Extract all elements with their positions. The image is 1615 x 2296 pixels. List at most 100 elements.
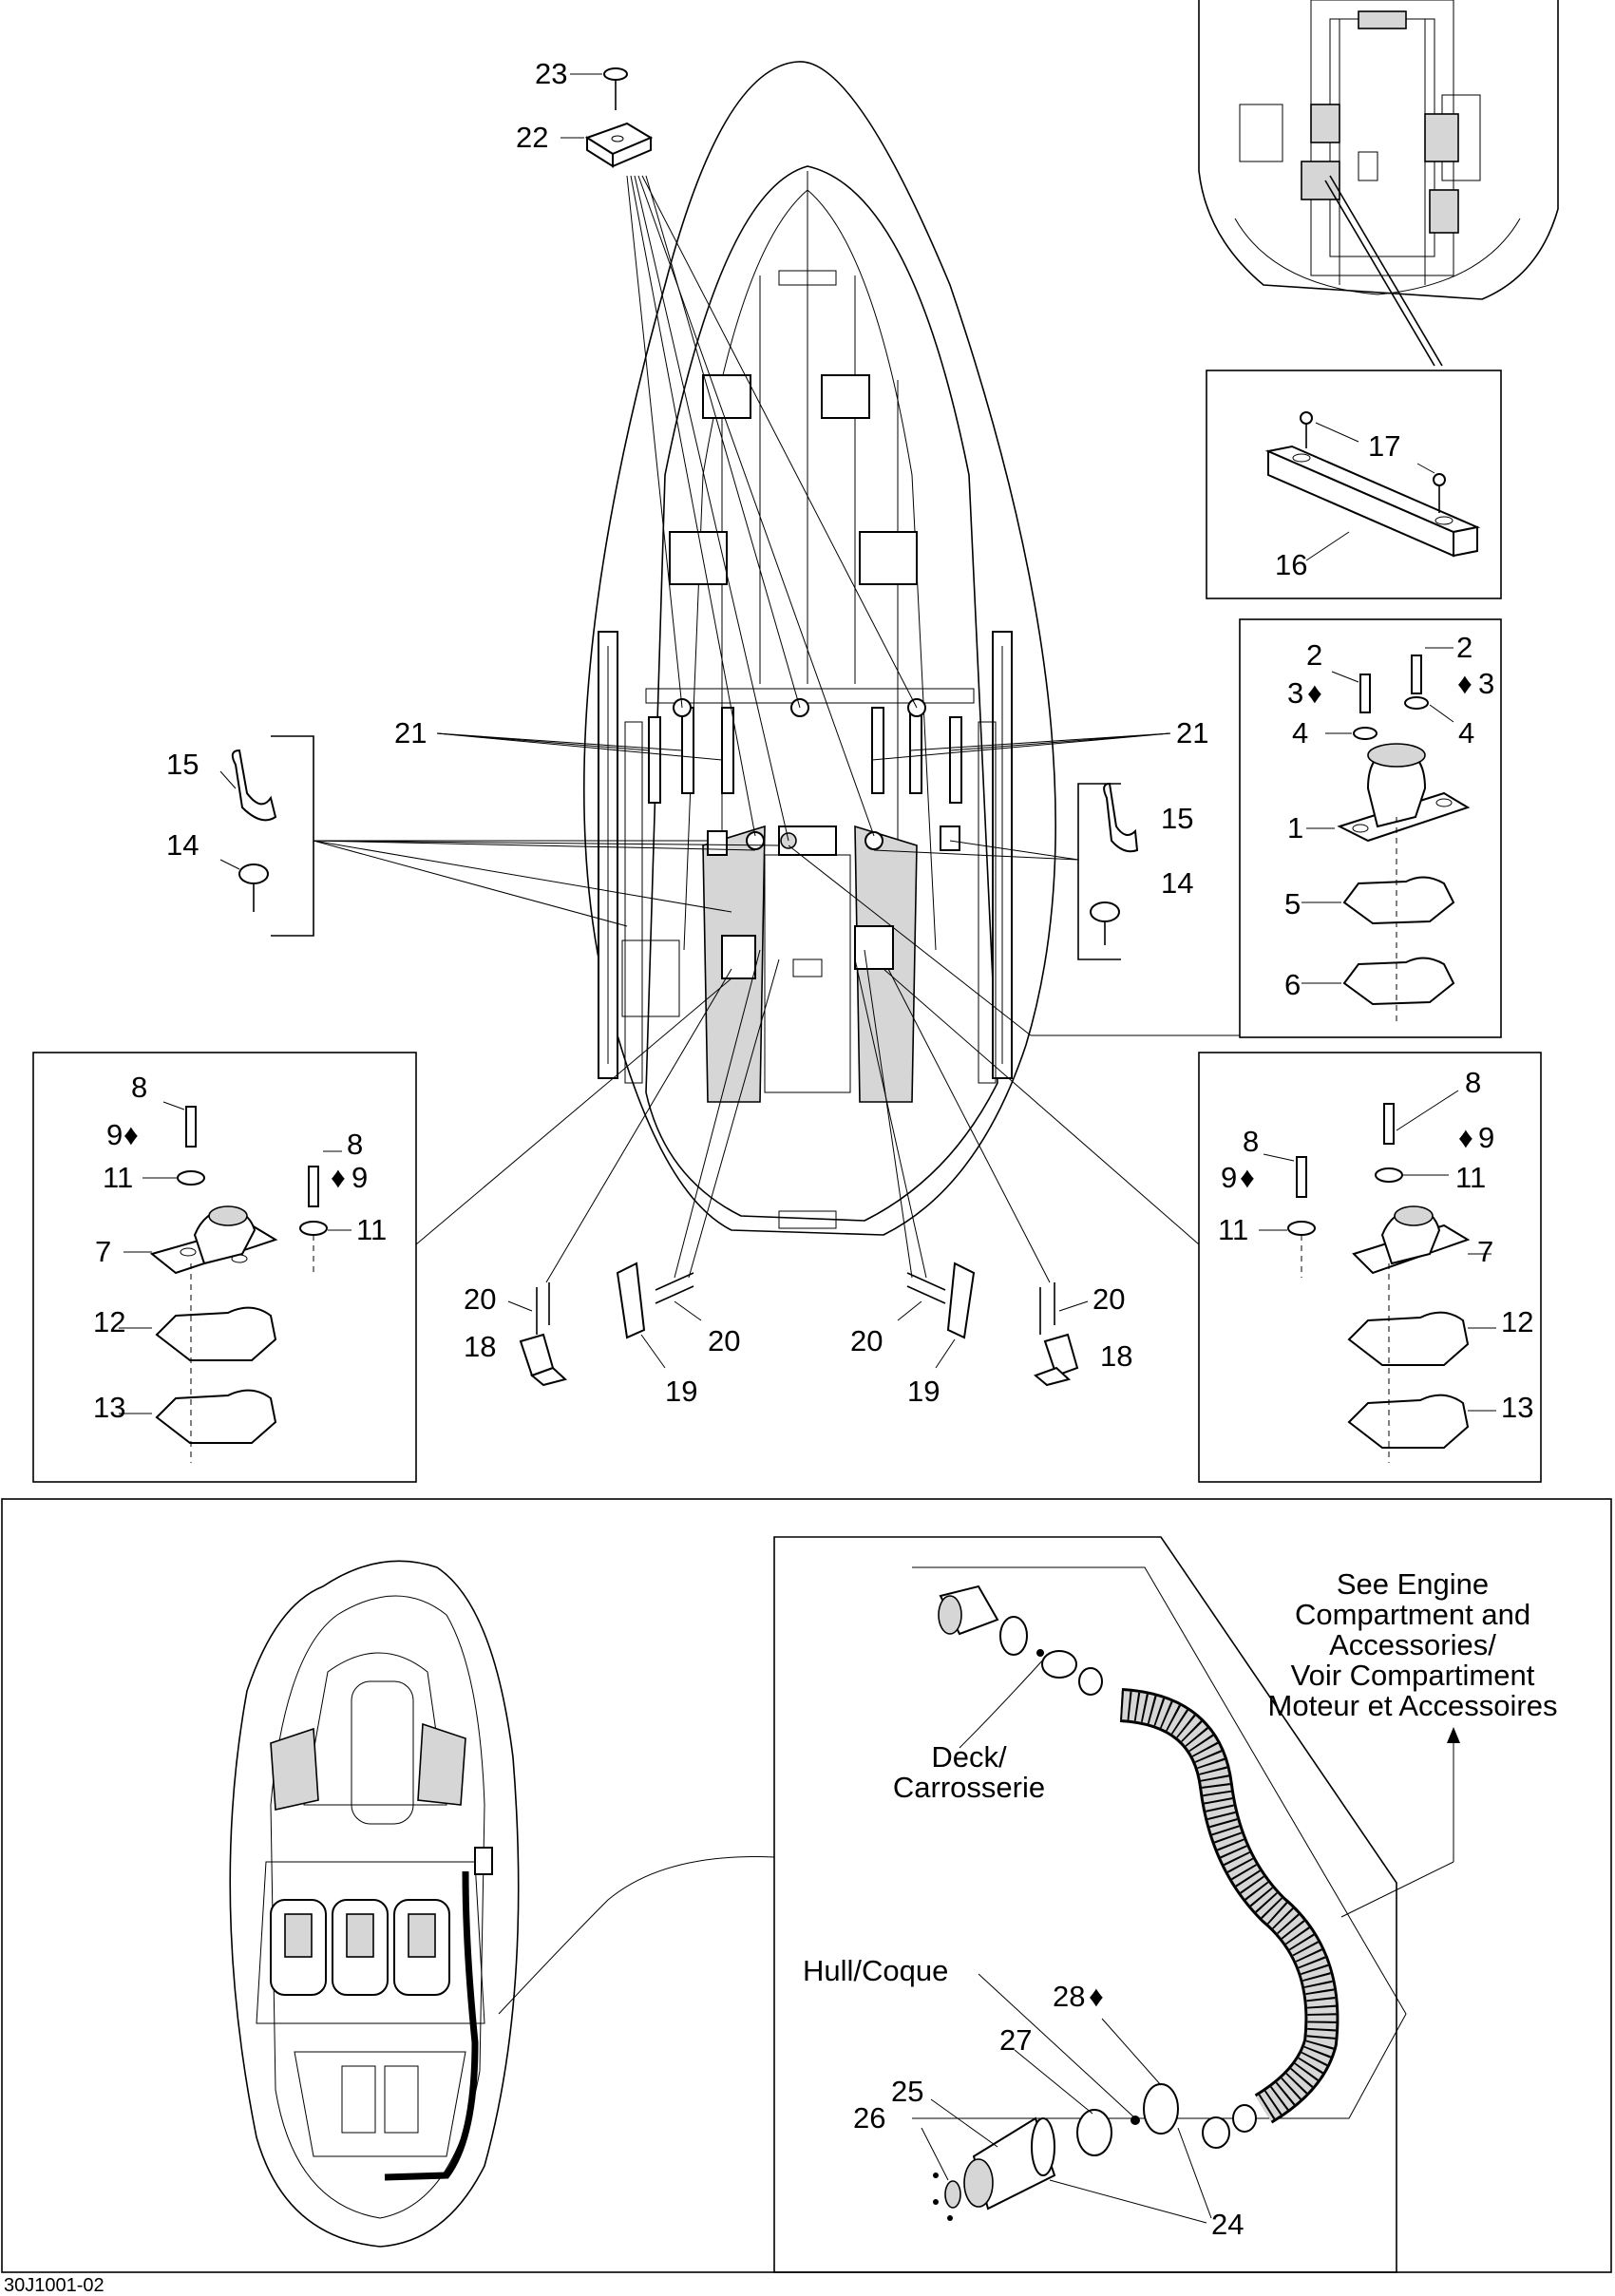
callout-8: 8 (1243, 1125, 1259, 1158)
callout-8: 8 (131, 1071, 147, 1104)
part-11-washers-left (142, 1170, 352, 1236)
part-4-washers (1325, 696, 1454, 740)
callout-27: 27 (999, 2023, 1032, 2057)
part-22-23 (560, 67, 654, 168)
callout-19: 19 (665, 1375, 697, 1408)
part-11-washers-right (1287, 1167, 1403, 1236)
callout-19: 19 (907, 1375, 940, 1408)
callout-12: 12 (1501, 1305, 1533, 1338)
note-see-engine: See Engine (1337, 1567, 1489, 1601)
leader-box-left (415, 977, 732, 1245)
leader-box-right (883, 968, 1200, 1245)
callout-15-left: 15 (166, 748, 199, 781)
callout-20: 20 (464, 1282, 496, 1316)
part-8-bolts-right (1296, 1103, 1395, 1198)
lower-leaders (921, 1973, 1212, 2224)
callout-8: 8 (347, 1128, 363, 1161)
callout-11: 11 (103, 1161, 133, 1194)
drop-icon: ♦ (1457, 667, 1472, 700)
note-see-engine: Voir Compartiment (1291, 1659, 1535, 1692)
callout-5: 5 (1284, 887, 1301, 920)
callout-6: 6 (1284, 968, 1301, 1001)
leaders-14-15-left (313, 840, 780, 927)
hull-top-view (583, 61, 1056, 1236)
lower-drain-fitting (933, 2083, 1179, 2221)
callout-20: 20 (708, 1324, 740, 1357)
callout-9: 9 (1478, 1121, 1494, 1154)
part-12-shim-left (119, 1306, 277, 1361)
drop-icon: ♦ (1458, 1121, 1473, 1154)
callout-21-right: 21 (1176, 716, 1208, 750)
box-parts-14-15-left (271, 735, 314, 937)
drop-icon: ♦ (1307, 676, 1322, 710)
leaders-21 (436, 732, 1171, 761)
callout-9: 9 (1221, 1161, 1237, 1194)
callout-7: 7 (95, 1235, 111, 1268)
part-15-tie-right (1103, 782, 1139, 853)
detail-frame (773, 1536, 1397, 2273)
callout-9: 9 (106, 1118, 123, 1151)
part-17-screws (1300, 411, 1446, 513)
callout-14-right: 14 (1161, 866, 1193, 900)
part-14-clip-right (1090, 901, 1120, 945)
callout-11: 11 (1218, 1213, 1248, 1246)
callout-23: 23 (535, 57, 567, 90)
callout-11: 11 (356, 1213, 387, 1246)
note-see-engine: Compartment and (1295, 1598, 1530, 1631)
callout-20: 20 (1092, 1282, 1125, 1316)
callout-18: 18 (1100, 1339, 1132, 1373)
callout-4-right: 4 (1458, 716, 1474, 750)
callout-17: 17 (1368, 429, 1400, 463)
callout-13: 13 (1501, 1391, 1533, 1424)
part-14-clip-left (219, 859, 269, 912)
parts-18-20-right (854, 949, 1089, 1387)
box-parts-14-15-right (1077, 783, 1121, 960)
note-see-engine: Moteur et Accessoires (1268, 1689, 1558, 1722)
callout-21-left: 21 (394, 716, 427, 750)
part-7-mount-left (149, 1205, 278, 1275)
drop-icon: ♦ (1089, 1980, 1104, 2013)
part-16-plate (1264, 445, 1481, 558)
callout-7: 7 (1477, 1235, 1493, 1268)
part-1-mount (1337, 743, 1471, 843)
leader-inset (1324, 180, 1435, 367)
callout-20: 20 (850, 1324, 883, 1357)
part-15-tie-left (219, 749, 277, 822)
callout-18: 18 (464, 1330, 496, 1363)
lower-section-frame (1, 1498, 1612, 2273)
note-hull: Hull/Coque (803, 1954, 948, 1987)
callout-11: 11 (1455, 1161, 1486, 1194)
callout-15-right: 15 (1161, 802, 1193, 835)
callout-3-right: 3 (1478, 667, 1494, 700)
arrow-up-icon (1447, 1727, 1460, 1743)
upper-hose-fitting (938, 1584, 1103, 1749)
leader-see-engine (1340, 1861, 1454, 1918)
callout-24: 24 (1211, 2208, 1244, 2241)
callout-1: 1 (1287, 811, 1303, 844)
callout-4-left: 4 (1292, 716, 1308, 750)
callout-28: 28 (1053, 1980, 1085, 2013)
callout-22: 22 (516, 121, 548, 154)
callout-26: 26 (853, 2101, 885, 2135)
leaders-22 (626, 175, 918, 842)
part-12-shim-right (1347, 1311, 1470, 1366)
drop-icon: ♦ (124, 1118, 139, 1151)
part-2-bolts (1331, 647, 1454, 713)
callout-2-left: 2 (1306, 638, 1322, 672)
callout-8: 8 (1465, 1066, 1481, 1099)
drop-icon: ♦ (1240, 1161, 1255, 1194)
note-see-engine: Accessories/ (1329, 1628, 1496, 1661)
callout-25: 25 (891, 2075, 923, 2108)
deck-perspective-view (229, 1560, 520, 2248)
callout-2-right: 2 (1456, 631, 1472, 664)
leaders-14-15-right (788, 840, 1240, 1036)
callout-16: 16 (1275, 548, 1307, 581)
callout-13: 13 (93, 1391, 125, 1424)
leader-inset-2 (1329, 175, 1443, 367)
part-13-shim-left (119, 1389, 277, 1444)
part-8-bolts-left (162, 1101, 342, 1207)
drop-icon: ♦ (331, 1161, 346, 1194)
detail-callout-frame (912, 1566, 1407, 2119)
part-6-shim (1302, 957, 1455, 1006)
